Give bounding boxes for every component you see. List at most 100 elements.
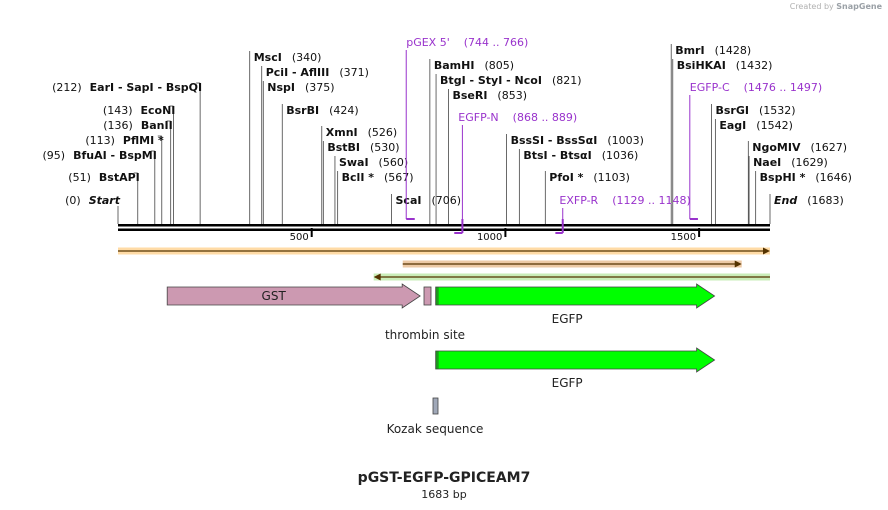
feature-arrow bbox=[435, 347, 716, 373]
enzyme-site-position: (706) bbox=[431, 194, 461, 207]
ruler-tick bbox=[310, 228, 313, 237]
enzyme-site-label: (136) BanII bbox=[103, 119, 172, 132]
enzyme-site-name: EcoNI bbox=[141, 104, 176, 117]
enzyme-site-position: (853) bbox=[497, 89, 527, 102]
enzyme-site-position: (212) bbox=[52, 81, 82, 94]
enzyme-site-name: PflMI * bbox=[123, 134, 164, 147]
enzyme-site-position: (567) bbox=[384, 171, 414, 184]
primer-label: pGEX 5'(744 .. 766) bbox=[406, 36, 528, 49]
enzyme-site-position: (143) bbox=[103, 104, 133, 117]
enzyme-site-label: (95)BfuAI - BspMI bbox=[43, 149, 157, 162]
enzyme-site-name: BamHI bbox=[434, 59, 475, 72]
enzyme-site-name: BsrGI bbox=[716, 104, 749, 117]
backbone bbox=[118, 224, 770, 231]
enzyme-site-label: BssSI - BssSαI (1003) bbox=[511, 134, 644, 147]
enzyme-site-name: NspI bbox=[267, 81, 295, 94]
backbone-top-strand bbox=[118, 224, 770, 227]
enzyme-site-name: BsrBI bbox=[286, 104, 319, 117]
enzyme-site-position: (1629) bbox=[791, 156, 828, 169]
primer-label: EXFP-R(1129 .. 1148) bbox=[559, 194, 690, 207]
enzyme-site-label: EagI (1542) bbox=[719, 119, 792, 132]
enzyme-site-label: BseRI (853) bbox=[452, 89, 527, 102]
enzyme-site-name: BtgI - StyI - NcoI bbox=[440, 74, 542, 87]
enzyme-site-position: (0) bbox=[65, 194, 81, 207]
enzyme-site-label: (212)EarI - SapI - BspQI bbox=[52, 81, 202, 94]
primer-range: (1129 .. 1148) bbox=[612, 194, 691, 207]
enzyme-site-name: BfuAI - BspMI bbox=[73, 149, 157, 162]
enzyme-site-position: (1036) bbox=[602, 149, 639, 162]
enzyme-site-name: EagI bbox=[719, 119, 746, 132]
enzyme-site-position: (51) bbox=[68, 171, 91, 184]
enzyme-site-label: BamHI(805) bbox=[434, 59, 514, 72]
map-length: 1683 bp bbox=[421, 488, 467, 501]
map-title: pGST-EGFP-GPICEAM7 bbox=[357, 470, 531, 486]
enzyme-site-position: (1542) bbox=[756, 119, 793, 132]
enzyme-site-label: BsrBI(424) bbox=[286, 104, 358, 117]
enzyme-site-label: XmnI(526) bbox=[326, 126, 397, 139]
site-labels-layer: (0)Start(51)BstAPI(95)BfuAI - BspMI(113)… bbox=[43, 44, 852, 207]
ruler-tick-label: 1000 bbox=[477, 232, 502, 243]
orf-layer bbox=[118, 247, 770, 281]
enzyme-site-position: (1428) bbox=[715, 44, 752, 57]
enzyme-site-position: (1003) bbox=[607, 134, 644, 147]
orf-arrowhead bbox=[763, 247, 770, 255]
enzyme-site-label: BstBI (530) bbox=[327, 141, 399, 154]
primer-label: EGFP-N(868 .. 889) bbox=[458, 111, 577, 124]
enzyme-site-label: BmrI (1428) bbox=[675, 44, 751, 57]
enzyme-site-name: BspHI * bbox=[760, 171, 806, 184]
enzyme-site-position: (375) bbox=[305, 81, 335, 94]
enzyme-site-label: End(1683) bbox=[774, 194, 844, 207]
enzyme-site-position: (1103) bbox=[593, 171, 630, 184]
enzyme-site-name: BtsI - BtsαI bbox=[523, 149, 591, 162]
enzyme-site-label: NgoMIV(1627) bbox=[752, 141, 847, 154]
enzyme-site-label: (143) EcoNI bbox=[103, 104, 175, 117]
enzyme-site-name: BstBI bbox=[327, 141, 360, 154]
feature-start-mark bbox=[435, 287, 439, 305]
feature-label: EGFP bbox=[552, 376, 583, 390]
feature-arrow bbox=[166, 283, 421, 309]
enzyme-site-name: BmrI bbox=[675, 44, 704, 57]
feature-label: thrombin site bbox=[385, 328, 465, 342]
feature-box bbox=[423, 286, 432, 306]
enzyme-site-label: (113) PflMI * bbox=[85, 134, 164, 147]
enzyme-site-label: (51)BstAPI bbox=[68, 171, 139, 184]
enzyme-site-position: (1683) bbox=[807, 194, 844, 207]
enzyme-site-label: PfoI * (1103) bbox=[549, 171, 630, 184]
snapgene-watermark: Created by SnapGene bbox=[790, 2, 882, 11]
enzyme-site-position: (113) bbox=[85, 134, 115, 147]
enzyme-site-name: MscI bbox=[254, 51, 282, 64]
enzyme-site-name: PciI - AflIII bbox=[266, 66, 330, 79]
orf-arrowhead bbox=[373, 273, 381, 281]
enzyme-site-position: (136) bbox=[103, 119, 133, 132]
enzyme-site-position: (530) bbox=[370, 141, 400, 154]
ruler-tick bbox=[504, 228, 507, 237]
backbone-bottom-strand bbox=[118, 228, 770, 231]
enzyme-site-name: BseRI bbox=[452, 89, 487, 102]
enzyme-site-label: MscI(340) bbox=[254, 51, 322, 64]
feature-box bbox=[432, 397, 439, 415]
enzyme-site-position: (1646) bbox=[815, 171, 852, 184]
enzyme-site-name: NaeI bbox=[753, 156, 781, 169]
enzyme-site-name: BssSI - BssSαI bbox=[511, 134, 598, 147]
enzyme-site-position: (821) bbox=[552, 74, 582, 87]
enzyme-site-label: BspHI * (1646) bbox=[760, 171, 852, 184]
orf-arrowhead bbox=[734, 260, 742, 268]
brand-name: SnapGene bbox=[836, 2, 882, 11]
feature-label: GST bbox=[262, 289, 287, 303]
feature-start-mark bbox=[435, 351, 439, 369]
brand-prefix: Created by bbox=[789, 2, 834, 11]
enzyme-site-name: XmnI bbox=[326, 126, 358, 139]
primer-name: EGFP-C bbox=[690, 81, 730, 94]
primer-range: (744 .. 766) bbox=[464, 36, 529, 49]
enzyme-site-label: PciI - AflIII(371) bbox=[266, 66, 369, 79]
enzyme-site-name: BanII bbox=[141, 119, 173, 132]
ruler-tick-label: 1500 bbox=[671, 232, 696, 243]
feature-label: EGFP bbox=[552, 312, 583, 326]
enzyme-site-name: PfoI * bbox=[549, 171, 583, 184]
enzyme-site-position: (1627) bbox=[811, 141, 848, 154]
enzyme-site-label: BtsI - BtsαI (1036) bbox=[523, 149, 638, 162]
enzyme-site-label: SwaI(560) bbox=[339, 156, 408, 169]
enzyme-site-position: (1532) bbox=[759, 104, 796, 117]
